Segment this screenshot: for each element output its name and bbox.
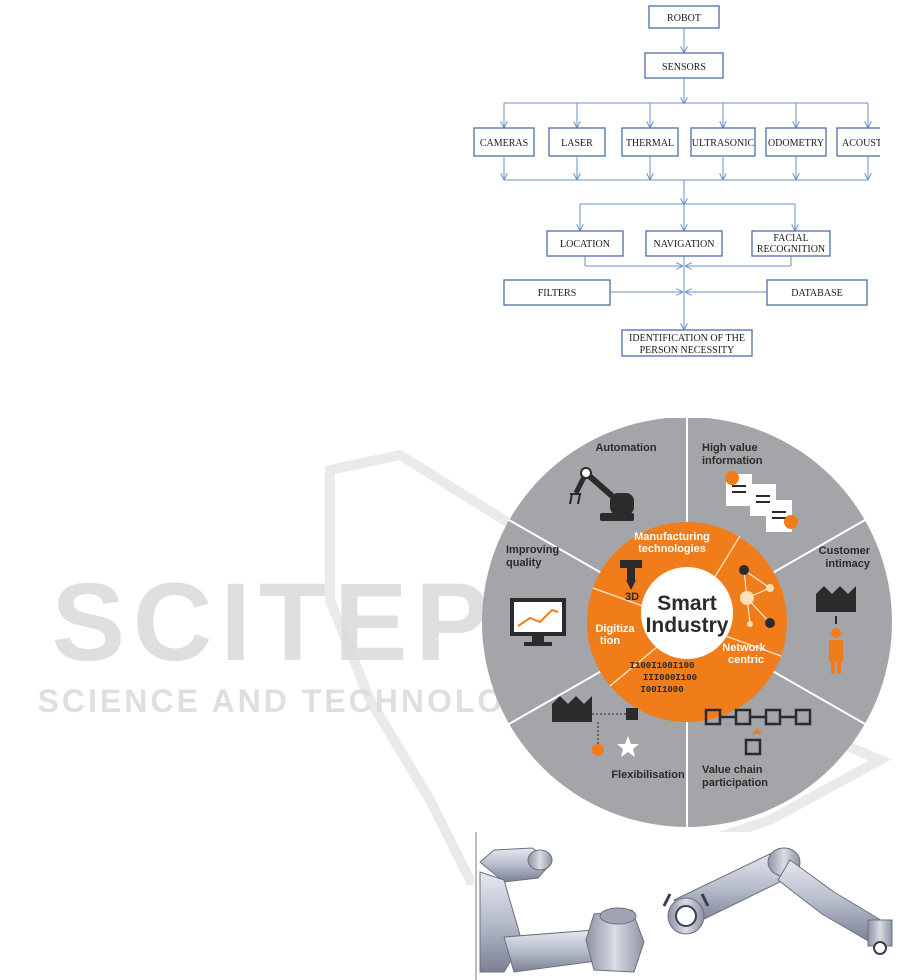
network-label-line1: Network (722, 642, 766, 654)
facial-recognition-box (751, 230, 831, 257)
identification-label-line2: PERSON NECESSITY (640, 345, 735, 356)
improving-label-line2: quality (506, 557, 542, 569)
sensor-label-acoustic: ACOUSTIC (842, 138, 880, 149)
location-box (546, 230, 624, 257)
right-robot-arm (662, 847, 893, 955)
database-box (766, 279, 868, 306)
identification-label-line1: IDENTIFICATION OF THE (629, 333, 745, 344)
binary-line-2: III000I100 (643, 673, 697, 683)
sensor-label-odometry: ODOMETRY (768, 138, 824, 149)
high-value-label-line2: information (702, 455, 763, 467)
digitization-label-line2: tion (600, 635, 620, 647)
value-chain-icon (704, 708, 812, 756)
value-chain-label-line1: Value chain (702, 764, 763, 776)
left-robot-arm (479, 847, 645, 973)
monitor-chart-icon (510, 598, 566, 646)
factory-person-icon (816, 586, 856, 674)
network-label-line2: centric (728, 654, 764, 666)
sensor-box-cameras (473, 127, 535, 157)
sensor-label-thermal: THERMAL (626, 138, 674, 149)
digitization-label-line1: Digitiza (595, 623, 635, 635)
sensor-label-laser: LASER (561, 138, 593, 149)
improving-label-line1: Improving (506, 544, 559, 556)
sensor-flowchart: ROBOT SENSORS CAMERAS LASER THERMAL ULTR… (473, 5, 880, 357)
center-title-line2: Industry (646, 614, 729, 637)
center-title-line1: Smart (657, 592, 717, 615)
center-circle (641, 567, 733, 659)
filters-box (503, 279, 611, 306)
sensor-label-ultrasonic: ULTRASONIC (692, 138, 755, 149)
binary-line-1: I100I100I100 (630, 661, 695, 671)
dual-robot-arms-figure (474, 832, 901, 980)
factory-flex-icon (552, 696, 639, 757)
robot-label: ROBOT (667, 13, 701, 24)
filters-label: FILTERS (538, 288, 577, 299)
sensor-box-ultrasonic (690, 127, 756, 157)
sensor-box-thermal (621, 127, 679, 157)
high-value-label-line1: High value (702, 442, 758, 454)
navigation-label: NAVIGATION (654, 239, 715, 250)
flexibilisation-label: Flexibilisation (611, 769, 685, 781)
manufacturing-label-line1: Manufacturing (634, 531, 710, 543)
smart-industry-wheel: Smart Industry Manufacturing technologie… (482, 418, 892, 827)
automation-label: Automation (595, 442, 656, 454)
customer-label-line2: intimacy (825, 558, 871, 570)
manufacturing-label-line2: technologies (638, 543, 706, 555)
value-chain-label-line2: participation (702, 777, 768, 789)
database-label: DATABASE (791, 288, 842, 299)
facial-label-line2: RECOGNITION (757, 244, 825, 255)
label-3d: 3D (625, 591, 639, 603)
navigation-box (645, 230, 723, 257)
sensors-label: SENSORS (662, 62, 706, 73)
robot-arm-icon (569, 467, 634, 521)
sensor-label-cameras: CAMERAS (480, 138, 528, 149)
3d-printer-icon (620, 560, 642, 590)
sensor-box-laser (548, 127, 606, 157)
binary-line-3: I00I1000 (640, 685, 683, 695)
network-nodes-icon (739, 565, 775, 628)
sensor-box-acoustic (836, 127, 880, 157)
location-label: LOCATION (560, 239, 610, 250)
documents-icon (725, 471, 798, 532)
identification-box (621, 329, 753, 357)
facial-label-line1: FACIAL (773, 233, 808, 244)
customer-label-line1: Customer (819, 545, 871, 557)
sensors-box (644, 52, 724, 79)
